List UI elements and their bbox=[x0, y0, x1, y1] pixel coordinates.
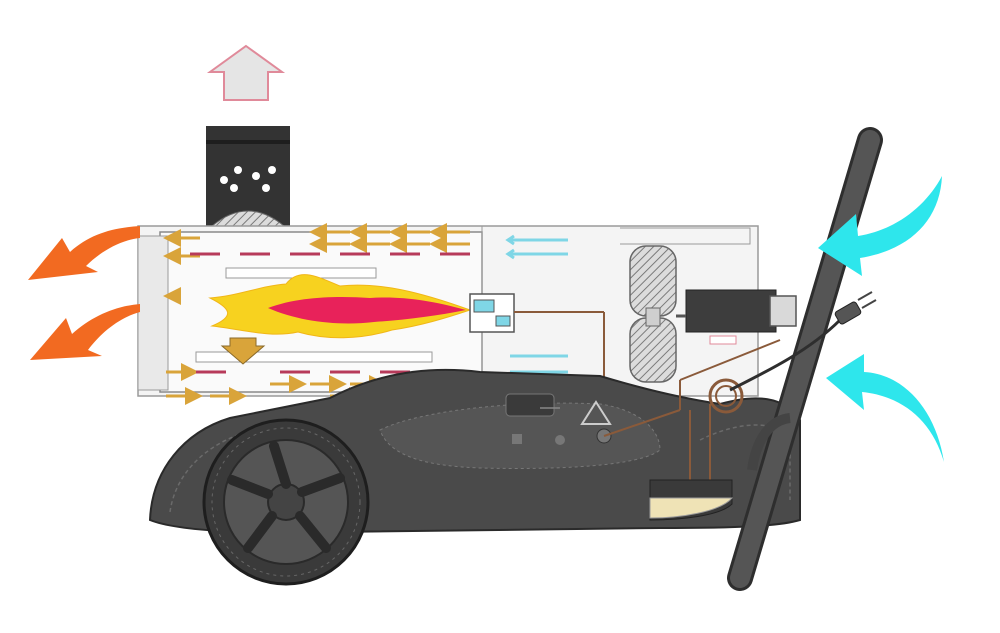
fuel-system bbox=[596, 339, 781, 521]
handle bbox=[727, 127, 883, 591]
wheel-icon bbox=[202, 418, 370, 586]
combustion-air-arrows bbox=[505, 234, 568, 374]
cold-air-intake-arrow-icon bbox=[826, 354, 944, 462]
exhaust-up-arrow-icon bbox=[206, 44, 286, 101]
power-plug-icon bbox=[729, 291, 877, 392]
warning-triangle-icon bbox=[580, 400, 612, 425]
hot-air-outlet-arrow-icon bbox=[30, 304, 140, 360]
motor-icon bbox=[676, 289, 797, 345]
cold-air-intake-arrow-icon bbox=[818, 176, 942, 276]
deflector-arrow-icon bbox=[220, 337, 266, 365]
burner-flame bbox=[208, 274, 472, 339]
chimney bbox=[206, 126, 290, 227]
hot-air-outlet-arrow-icon bbox=[28, 226, 140, 280]
fan-blade-icon bbox=[629, 245, 677, 383]
